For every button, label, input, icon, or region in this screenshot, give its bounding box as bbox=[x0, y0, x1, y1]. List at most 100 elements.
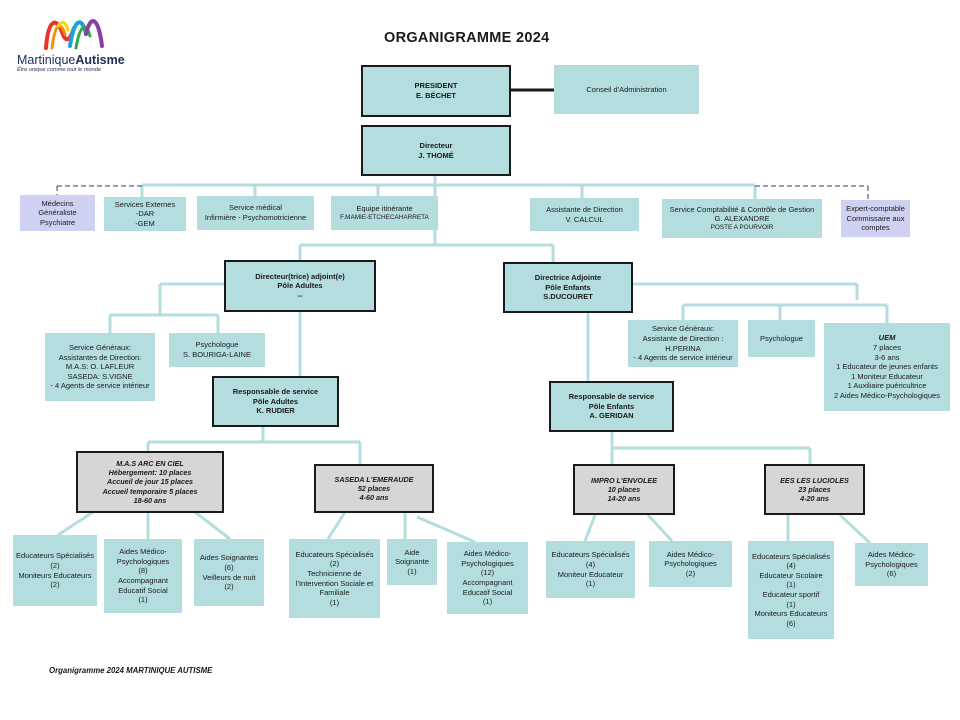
box-line: Psychologiques bbox=[865, 559, 918, 569]
box-line: Aides Soignantes bbox=[199, 553, 259, 563]
box-line: Service Généraux: bbox=[651, 324, 715, 334]
box-line: (6) bbox=[886, 569, 897, 579]
box-line: -- bbox=[297, 290, 303, 300]
logo-name-bold: Autisme bbox=[75, 53, 125, 67]
ees-educateurs-box: Educateurs Spécialisés (4) Educateur Sco… bbox=[748, 541, 834, 639]
president-box: PRESIDENT E. BÉCHET bbox=[361, 65, 511, 117]
box-line: (2) bbox=[224, 582, 234, 592]
box-line: Moniteur Educateur bbox=[557, 569, 624, 579]
box-line: (6) bbox=[224, 562, 234, 572]
box-line: K. RUDIER bbox=[256, 406, 295, 416]
box-line: Pôle Adultes bbox=[252, 396, 299, 406]
box-line: J. THOMÉ bbox=[418, 150, 454, 160]
directeur-adjoint-box: Directeur(trice) adjoint(e) Pôle Adultes… bbox=[224, 260, 376, 312]
box-line: 4-60 ans bbox=[359, 493, 389, 503]
box-line: Veilleurs de nuit bbox=[202, 572, 256, 582]
box-line: Expert-comptable bbox=[846, 204, 905, 214]
box-line: EES LES LUCIOLES bbox=[780, 475, 849, 485]
box-line: Service médical bbox=[229, 203, 282, 213]
service-comptabilite-box: Service Comptabilité & Contrôle de Gesti… bbox=[662, 199, 822, 238]
box-line: Familiale bbox=[319, 588, 350, 598]
medecins-box: Médecins Généraliste Psychiatre bbox=[20, 195, 95, 231]
box-line: M.A.S: O. LAFLEUR bbox=[65, 362, 135, 372]
box-line: 14-20 ans bbox=[607, 494, 641, 504]
box-line: (2) bbox=[685, 568, 696, 578]
service-medical-box: Service médical Infirmière - Psychomotri… bbox=[197, 196, 314, 230]
box-line: M.A.S ARC EN CIEL bbox=[116, 458, 184, 468]
box-line: 23 places bbox=[798, 484, 831, 494]
box-line: Equipe itinérante bbox=[356, 204, 413, 214]
box-line: Hébergement: 10 places bbox=[108, 468, 192, 478]
box-line: Service Généraux: bbox=[68, 343, 132, 353]
impro-envolee-box: IMPRO L'ENVOLEE 10 places 14-20 ans bbox=[573, 464, 675, 515]
box-line: Assistantes de Direction: bbox=[58, 352, 142, 362]
box-line: Educateur sportif bbox=[762, 590, 820, 599]
box-line: 4-20 ans bbox=[800, 494, 829, 504]
psychologue-adultes-box: Psychologue S. BOURIGA-LAINE bbox=[169, 333, 265, 367]
box-line: Aides Médico- bbox=[119, 547, 167, 557]
box-line: S. BOURIGA-LAINE bbox=[183, 350, 251, 359]
services-generaux-adultes-box: Service Généraux: Assistantes de Directi… bbox=[45, 333, 155, 401]
directeur-box: Directeur J. THOMÉ bbox=[361, 125, 511, 176]
box-line: Educateurs Spécialisés bbox=[16, 551, 94, 561]
box-line: Conseil d'Administration bbox=[586, 84, 667, 94]
expert-comptable-box: Expert-comptable Commissaire aux comptes bbox=[841, 200, 910, 237]
box-line: (1) bbox=[585, 579, 596, 589]
footer-caption: Organigramme 2024 MARTINIQUE AUTISME bbox=[49, 666, 213, 675]
box-line: (1) bbox=[138, 595, 148, 605]
ees-aides-medico-box: Aides Médico- Psychologiques (6) bbox=[855, 543, 928, 586]
box-line: E. BÉCHET bbox=[415, 91, 456, 100]
box-line: Educatif Social bbox=[118, 585, 168, 595]
box-line: Aides Médico- bbox=[867, 550, 916, 560]
box-line: Commissaire aux bbox=[846, 213, 905, 223]
box-line: (2) bbox=[50, 560, 60, 570]
page-title: ORGANIGRAMME 2024 bbox=[384, 30, 550, 46]
box-line: Technicienne de bbox=[307, 568, 362, 578]
box-line: - 4 Agents de service intérieur bbox=[50, 381, 150, 391]
box-line: PRESIDENT bbox=[414, 81, 458, 91]
box-line: Psychologiques bbox=[664, 559, 717, 569]
logo-tagline: Être unique comme tout le monde bbox=[17, 67, 101, 73]
box-line: Psychologue bbox=[760, 333, 803, 343]
box-line: Assistante de Direction : bbox=[642, 333, 724, 343]
box-line: Accompagnant bbox=[117, 576, 169, 585]
box-line: comptes bbox=[861, 223, 890, 233]
box-line: (1) bbox=[786, 580, 796, 590]
box-line: 7 places bbox=[873, 343, 901, 353]
services-generaux-enfants-box: Service Généraux: Assistante de Directio… bbox=[628, 320, 738, 367]
box-line: (4) bbox=[786, 561, 796, 571]
mas-educateurs-box: Educateurs Spécialisés (2) Moniteurs Edu… bbox=[13, 535, 97, 606]
mas-aides-medico-box: Aides Médico- Psychologiques (8) Accompa… bbox=[104, 539, 182, 613]
box-line: (6) bbox=[786, 618, 796, 628]
mas-aides-soignantes-box: Aides Soignantes (6) Veilleurs de nuit (… bbox=[194, 539, 264, 606]
martinique-autisme-logo bbox=[44, 19, 104, 50]
box-line: Educateurs Spécialisés bbox=[295, 549, 374, 559]
box-line: Accueil de jour 15 places bbox=[107, 477, 193, 487]
box-line: (1) bbox=[407, 566, 417, 576]
box-line: Educateurs Spécialisés bbox=[551, 550, 630, 560]
box-line: Pôle Enfants bbox=[588, 401, 635, 411]
box-line: Service Comptabilité & Contrôle de Gesti… bbox=[669, 204, 815, 214]
box-line: Responsable de service bbox=[568, 392, 655, 402]
box-line: (1) bbox=[482, 597, 493, 607]
box-line: Psychologiques bbox=[461, 558, 514, 568]
saseda-educateurs-box: Educateurs Spécialisés (2) Technicienne … bbox=[289, 539, 380, 618]
conseil-administration-box: Conseil d'Administration bbox=[554, 65, 699, 114]
box-line: Responsable de service bbox=[232, 387, 319, 397]
mas-arc-en-ciel-box: M.A.S ARC EN CIEL Hébergement: 10 places… bbox=[76, 451, 224, 513]
box-line: H.PERINA bbox=[665, 343, 701, 353]
box-line: POSTE A POURVOIR bbox=[710, 224, 774, 231]
uem-box: UEM 7 places 3-6 ans 1 Educateur de jeun… bbox=[824, 323, 950, 411]
box-line: Accueil temporaire 5 places bbox=[102, 486, 198, 496]
box-line: A. GERIDAN bbox=[589, 411, 634, 421]
box-line: 2 Aides Médico-Psychologiques bbox=[834, 390, 940, 400]
box-line: (1) bbox=[786, 599, 796, 609]
logo-wordmark: MartiniqueAutisme bbox=[17, 53, 125, 67]
box-line: Assistante de Direction bbox=[546, 204, 623, 214]
box-line: V. CALCUL bbox=[565, 214, 604, 224]
logo-name-regular: Martinique bbox=[17, 53, 76, 67]
box-line: Psychologiques bbox=[116, 556, 170, 566]
box-line: (4) bbox=[585, 559, 596, 569]
box-line: F.MAMIE-ETCHECAHARRETA bbox=[340, 213, 429, 221]
